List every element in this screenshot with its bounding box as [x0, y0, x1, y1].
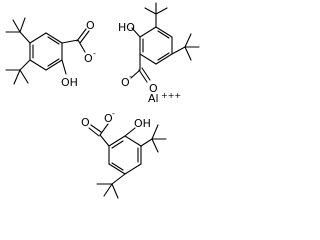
tbutyl-bond [111, 173, 126, 185]
ring-bond [124, 163, 142, 175]
carboxylate-bond [99, 123, 109, 136]
salicylate-top-right: HO O - O [118, 2, 200, 95]
anion-oxygen-label: O [104, 112, 113, 125]
tbutyl-bond [19, 69, 29, 84]
tbutyl-bond [155, 7, 168, 15]
ring-bond [124, 135, 142, 147]
tbutyl-bond [140, 138, 153, 147]
ring-bond [155, 26, 173, 38]
ring-bond [29, 32, 47, 44]
hydroxyl-label: OH [61, 76, 78, 89]
ring-bond [45, 32, 63, 44]
carbonyl-oxygen-label: O [86, 19, 95, 32]
tbutyl-bond [171, 46, 186, 55]
hydroxyl-bond [131, 27, 141, 38]
tbutyl-bond [19, 31, 31, 44]
carbonyl-double-bond [76, 28, 87, 42]
ring-bond [29, 59, 47, 71]
ring-bond [139, 26, 157, 38]
tbutyl-bond [151, 124, 159, 140]
anion-oxygen-label: O [121, 76, 130, 89]
anion-charge-label: - [93, 49, 96, 58]
hydroxyl-label: OH [134, 117, 151, 130]
ring-bond [139, 53, 157, 65]
metal-charge: +++ [161, 91, 181, 100]
anion-charge-label: - [129, 72, 132, 81]
ring-double-bond [111, 140, 124, 149]
ring-bond [45, 59, 63, 71]
tbutyl-bond [151, 138, 159, 153]
carboxylate-bond [77, 39, 86, 53]
tbutyl-bond [19, 59, 31, 71]
ring-bond [108, 163, 126, 175]
ring-double-bond [47, 36, 60, 45]
salicylate-left: O O - OH [5, 17, 96, 89]
carbonyl-double-bond [79, 30, 90, 44]
carbonyl-double-bond [138, 69, 148, 83]
carbonyl-double-bond [90, 124, 102, 133]
carbonyl-double-bond [88, 127, 100, 137]
carbonyl-oxygen-label: O [149, 82, 158, 95]
ring-double-bond [47, 58, 60, 67]
ring-bond [155, 53, 173, 65]
carboxyl-bond [99, 134, 110, 147]
ring-bond [108, 135, 126, 147]
tbutyl-bond [184, 33, 192, 48]
tbutyl-bond [12, 19, 21, 33]
tbutyl-bond [13, 69, 21, 85]
chemical-structure-diagram: O O - OH HO O - O [5, 2, 200, 199]
tbutyl-bond [19, 17, 26, 33]
aluminium-ion: Al +++ [148, 91, 181, 105]
carboxylate-bond [130, 69, 141, 79]
ring-double-bond [157, 52, 170, 61]
hydroxyl-label: HO [118, 21, 135, 34]
carboxyl-bond [61, 39, 79, 44]
tbutyl-bond [184, 46, 192, 61]
tbutyl-bond [103, 183, 113, 197]
tbutyl-bond [144, 7, 157, 15]
salicylate-bottom: O O - OH [81, 109, 167, 199]
anion-charge-label: - [112, 109, 115, 118]
carbonyl-oxygen-label: O [81, 116, 90, 129]
metal-symbol: Al [148, 92, 159, 105]
tbutyl-bond [111, 183, 119, 199]
carbonyl-double-bond [141, 67, 151, 81]
ring-double-bond [157, 30, 170, 39]
ring-double-bond [111, 162, 124, 171]
hydroxyl-bond [124, 127, 136, 137]
structure-canvas: O O - OH HO O - O [5, 2, 200, 199]
hydroxyl-bond [61, 59, 67, 75]
anion-oxygen-label: O [84, 52, 93, 65]
